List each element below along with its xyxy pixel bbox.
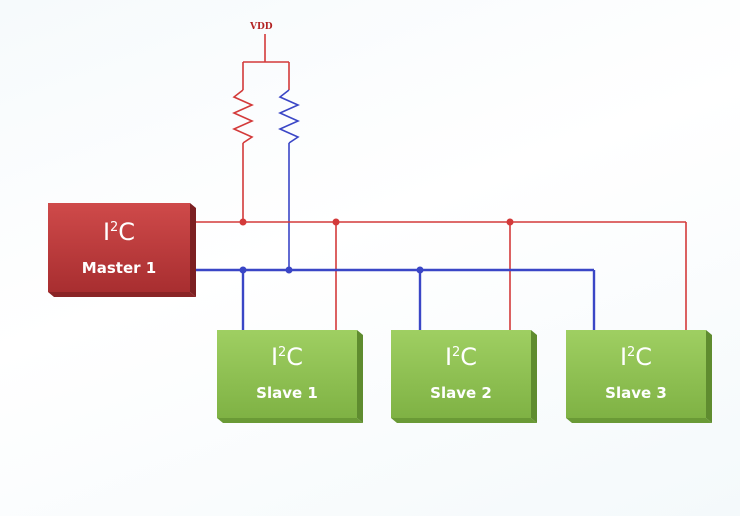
resistor-icon [278, 89, 300, 144]
slave-block-3: I2C Slave 3 [566, 330, 712, 423]
junction-dot-icon [332, 218, 340, 226]
master-label: Master 1 [82, 259, 156, 277]
pullup-resistor-sda [278, 62, 300, 270]
supply-rail [243, 34, 289, 63]
junction-dot-icon [506, 218, 514, 226]
slave-title: I2C [445, 343, 477, 371]
master-block: I2C Master 1 [48, 203, 196, 297]
slave-label: Slave 3 [605, 384, 667, 402]
master-title: I2C [103, 218, 135, 246]
junction-dot-icon [285, 266, 293, 274]
slave-label: Slave 1 [256, 384, 318, 402]
slave-title: I2C [620, 343, 652, 371]
vdd-label: VDD [249, 22, 273, 32]
junction-dot-icon [239, 218, 247, 226]
pullup-resistor-scl [232, 62, 254, 222]
scl-bus-line [190, 221, 687, 330]
junction-dots [239, 218, 514, 274]
sda-bus-line [190, 268, 596, 330]
resistor-icon [232, 89, 254, 144]
junction-dot-icon [416, 266, 424, 274]
junction-dot-icon [239, 266, 247, 274]
slave-title: I2C [271, 343, 303, 371]
slave-label: Slave 2 [430, 384, 492, 402]
slave-block-1: I2C Slave 1 [217, 330, 363, 423]
slave-block-2: I2C Slave 2 [391, 330, 537, 423]
